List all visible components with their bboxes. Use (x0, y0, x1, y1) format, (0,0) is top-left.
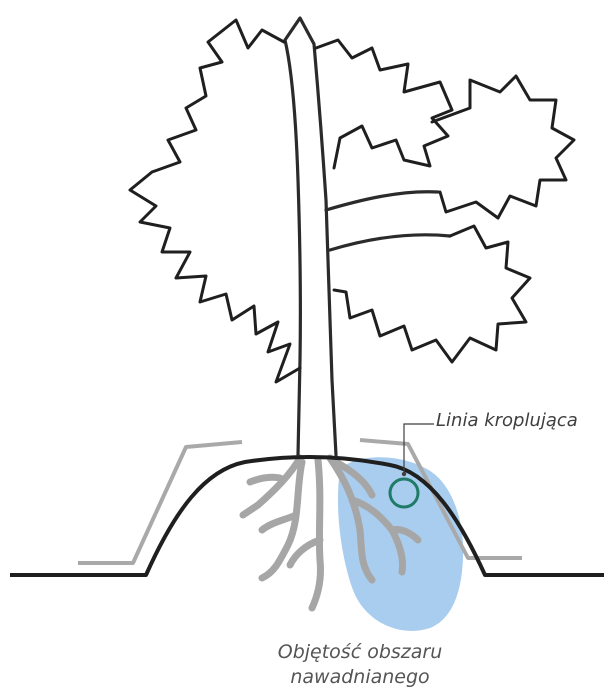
wetted-volume-caption-line1: Objętość obszaru (240, 640, 480, 665)
wetted-volume-caption: Objętość obszaru nawadnianego (240, 640, 480, 690)
drip-line-leader-dot (402, 472, 406, 476)
drip-line-label: Linia kroplująca (436, 410, 578, 431)
wetted-volume-caption-line2: nawadnianego (240, 665, 480, 690)
tomato-plant-icon (130, 18, 574, 455)
